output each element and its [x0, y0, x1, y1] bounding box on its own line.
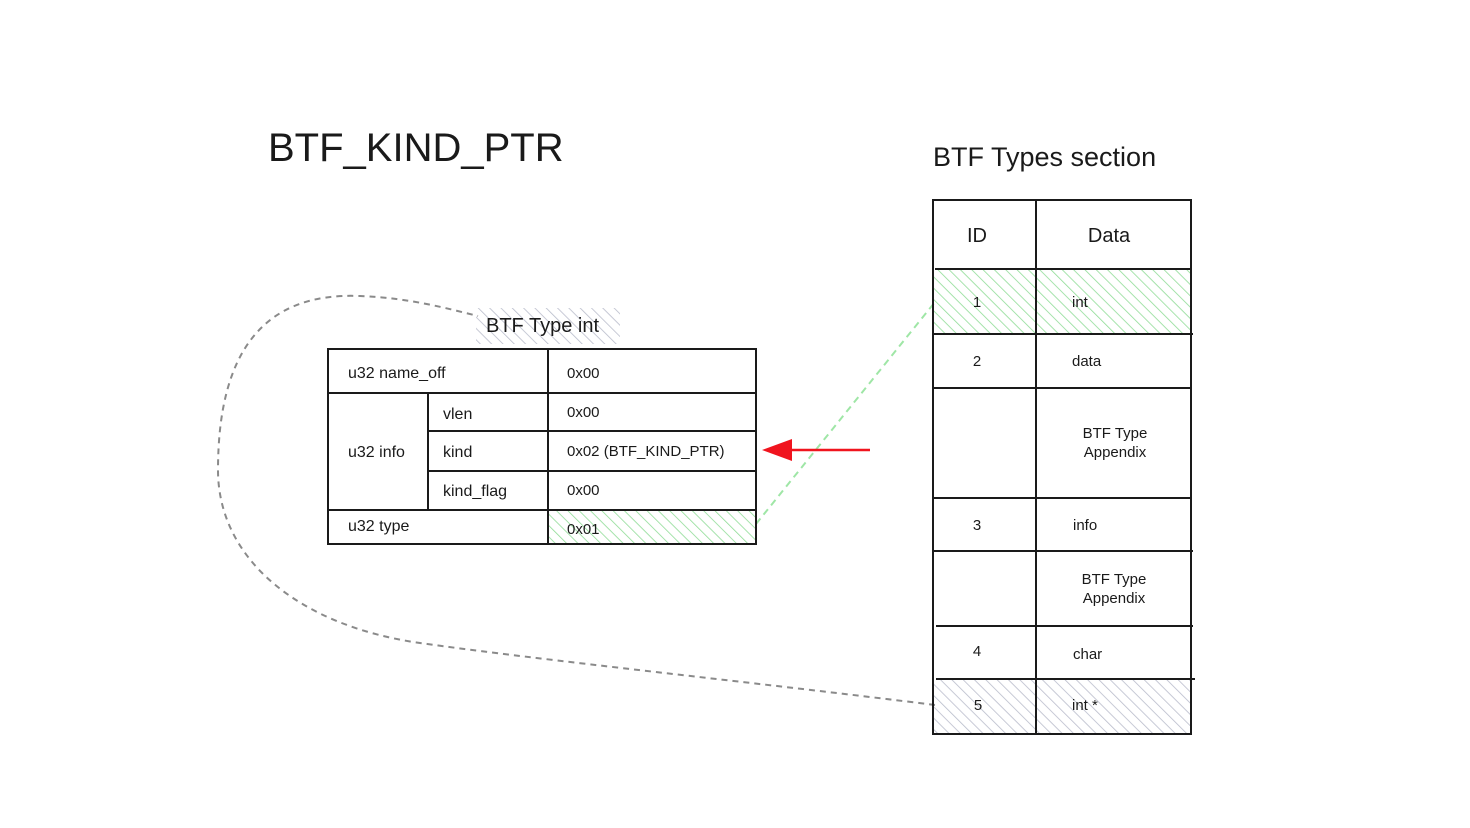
row-1-id: 1 — [973, 294, 981, 311]
appendix-1-line-2: Appendix — [1084, 444, 1147, 461]
row-2-id: 2 — [973, 353, 981, 370]
appendix-2-line-2: Appendix — [1083, 590, 1146, 607]
types-section-title: BTF Types section — [933, 142, 1156, 172]
header-data: Data — [1088, 225, 1131, 247]
row-1-highlight — [934, 270, 1191, 333]
row-4-data: char — [1073, 646, 1102, 663]
row-1-data: int — [1072, 294, 1089, 311]
row-3-id: 3 — [973, 517, 981, 534]
kind-arrow — [762, 439, 870, 461]
kind-label: kind — [443, 444, 472, 461]
info-label: u32 info — [348, 444, 405, 461]
btf-type-struct: BTF Type int u32 name_off 0x00 u32 info … — [327, 308, 757, 545]
type-title-highlight — [476, 308, 620, 344]
kind-flag-value: 0x00 — [567, 482, 600, 499]
btf-types-section: BTF Types section ID Data 1 int 2 data B… — [932, 142, 1195, 735]
type-struct-title: BTF Type int — [486, 315, 599, 337]
header-id: ID — [967, 225, 987, 247]
kind-value: 0x02 (BTF_KIND_PTR) — [567, 443, 725, 460]
kind-flag-label: kind_flag — [443, 483, 507, 500]
row-5-data: int * — [1072, 697, 1098, 714]
row-4-id: 4 — [973, 643, 981, 660]
appendix-1-line-1: BTF Type — [1083, 425, 1148, 442]
row-5-id: 5 — [974, 697, 982, 714]
type-value: 0x01 — [567, 521, 600, 538]
dashed-connector-type-id1 — [755, 301, 936, 525]
vlen-value: 0x00 — [567, 404, 600, 421]
row-5-highlight — [934, 680, 1191, 733]
name-off-label: u32 name_off — [348, 365, 446, 382]
page-title: BTF_KIND_PTR — [268, 126, 564, 170]
row-2-data: data — [1072, 353, 1102, 370]
vlen-label: vlen — [443, 406, 472, 423]
name-off-value: 0x00 — [567, 365, 600, 382]
appendix-2-line-1: BTF Type — [1082, 571, 1147, 588]
row-3-data: info — [1073, 517, 1097, 534]
type-value-highlight — [548, 511, 756, 544]
dashed-connector-int-ptr — [216, 294, 936, 706]
type-label: u32 type — [348, 518, 409, 535]
